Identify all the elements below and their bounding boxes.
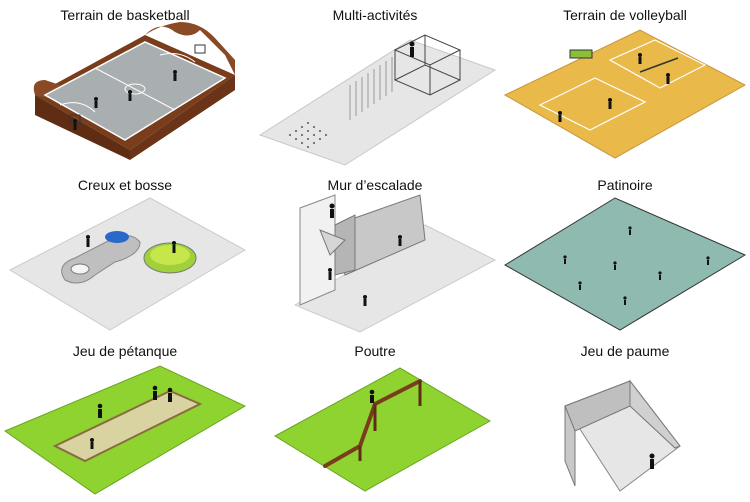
cell-title: Patinoire <box>597 177 653 193</box>
petanque-illustration <box>3 365 247 495</box>
balance-beam-illustration <box>273 367 492 492</box>
cell-title: Jeu de pétanque <box>72 343 178 359</box>
cell-petanque: Jeu de pétanque <box>0 336 250 502</box>
multi-activity-illustration <box>258 34 497 166</box>
cell-jeu-de-paume: Jeu de paume <box>500 336 750 502</box>
basketball-court-illustration <box>33 22 235 160</box>
bumps-illustration <box>8 197 247 331</box>
cell-basketball: Terrain de basketball <box>0 0 250 166</box>
cell-title: Multi-activités <box>332 7 418 23</box>
cell-escalade: Mur d’escalade <box>250 170 500 336</box>
volleyball-court-illustration <box>503 29 747 159</box>
cell-patinoire: Patinoire <box>500 170 750 336</box>
ice-rink-illustration <box>504 197 747 331</box>
cell-title: Creux et bosse <box>77 177 173 193</box>
climbing-wall-illustration <box>293 194 497 333</box>
cell-title: Jeu de paume <box>580 343 670 359</box>
cell-title: Terrain de basketball <box>60 7 190 23</box>
cell-title: Poutre <box>354 343 396 359</box>
cell-multi-activites: Multi-activités <box>250 0 500 166</box>
cell-creux-bosse: Creux et bosse <box>0 170 250 336</box>
cell-poutre: Poutre <box>250 336 500 502</box>
cell-title: Terrain de volleyball <box>563 7 687 23</box>
cell-title: Mur d’escalade <box>327 177 423 193</box>
cell-volleyball: Terrain de volleyball <box>500 0 750 166</box>
court-tennis-illustration <box>564 379 681 492</box>
